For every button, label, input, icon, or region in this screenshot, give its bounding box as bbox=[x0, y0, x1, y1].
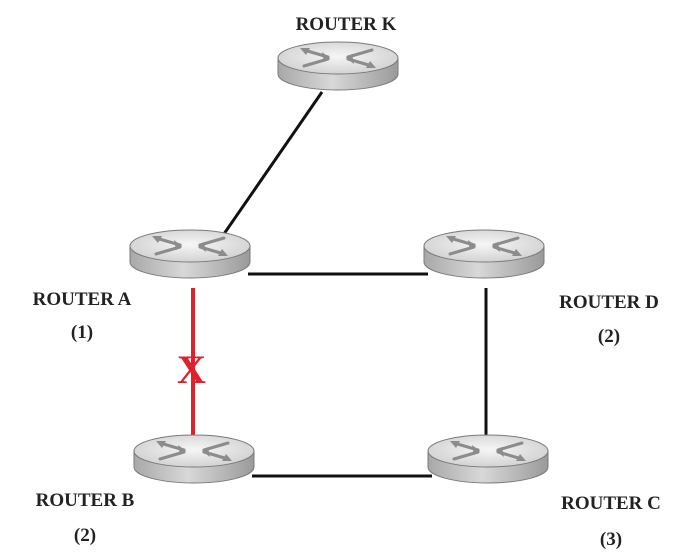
failed-link-x-mark: X bbox=[177, 347, 206, 392]
router-k-icon bbox=[276, 40, 400, 92]
router-k-label: ROUTER K bbox=[296, 14, 397, 35]
router-d-label: ROUTER D bbox=[559, 292, 659, 313]
router-b-label: ROUTER B bbox=[36, 490, 135, 511]
router-a-label: ROUTER A bbox=[33, 289, 132, 310]
router-d-cost: (2) bbox=[598, 326, 620, 347]
router-a-icon bbox=[128, 228, 252, 280]
router-d-icon bbox=[422, 228, 546, 280]
link-k-a bbox=[215, 91, 324, 245]
router-b-cost: (2) bbox=[74, 525, 96, 546]
router-b-icon bbox=[132, 433, 256, 485]
links bbox=[191, 91, 488, 478]
router-c-cost: (3) bbox=[600, 529, 622, 550]
router-c-icon bbox=[426, 433, 550, 485]
router-a-cost: (1) bbox=[71, 322, 93, 343]
router-c-label: ROUTER C bbox=[561, 493, 661, 514]
